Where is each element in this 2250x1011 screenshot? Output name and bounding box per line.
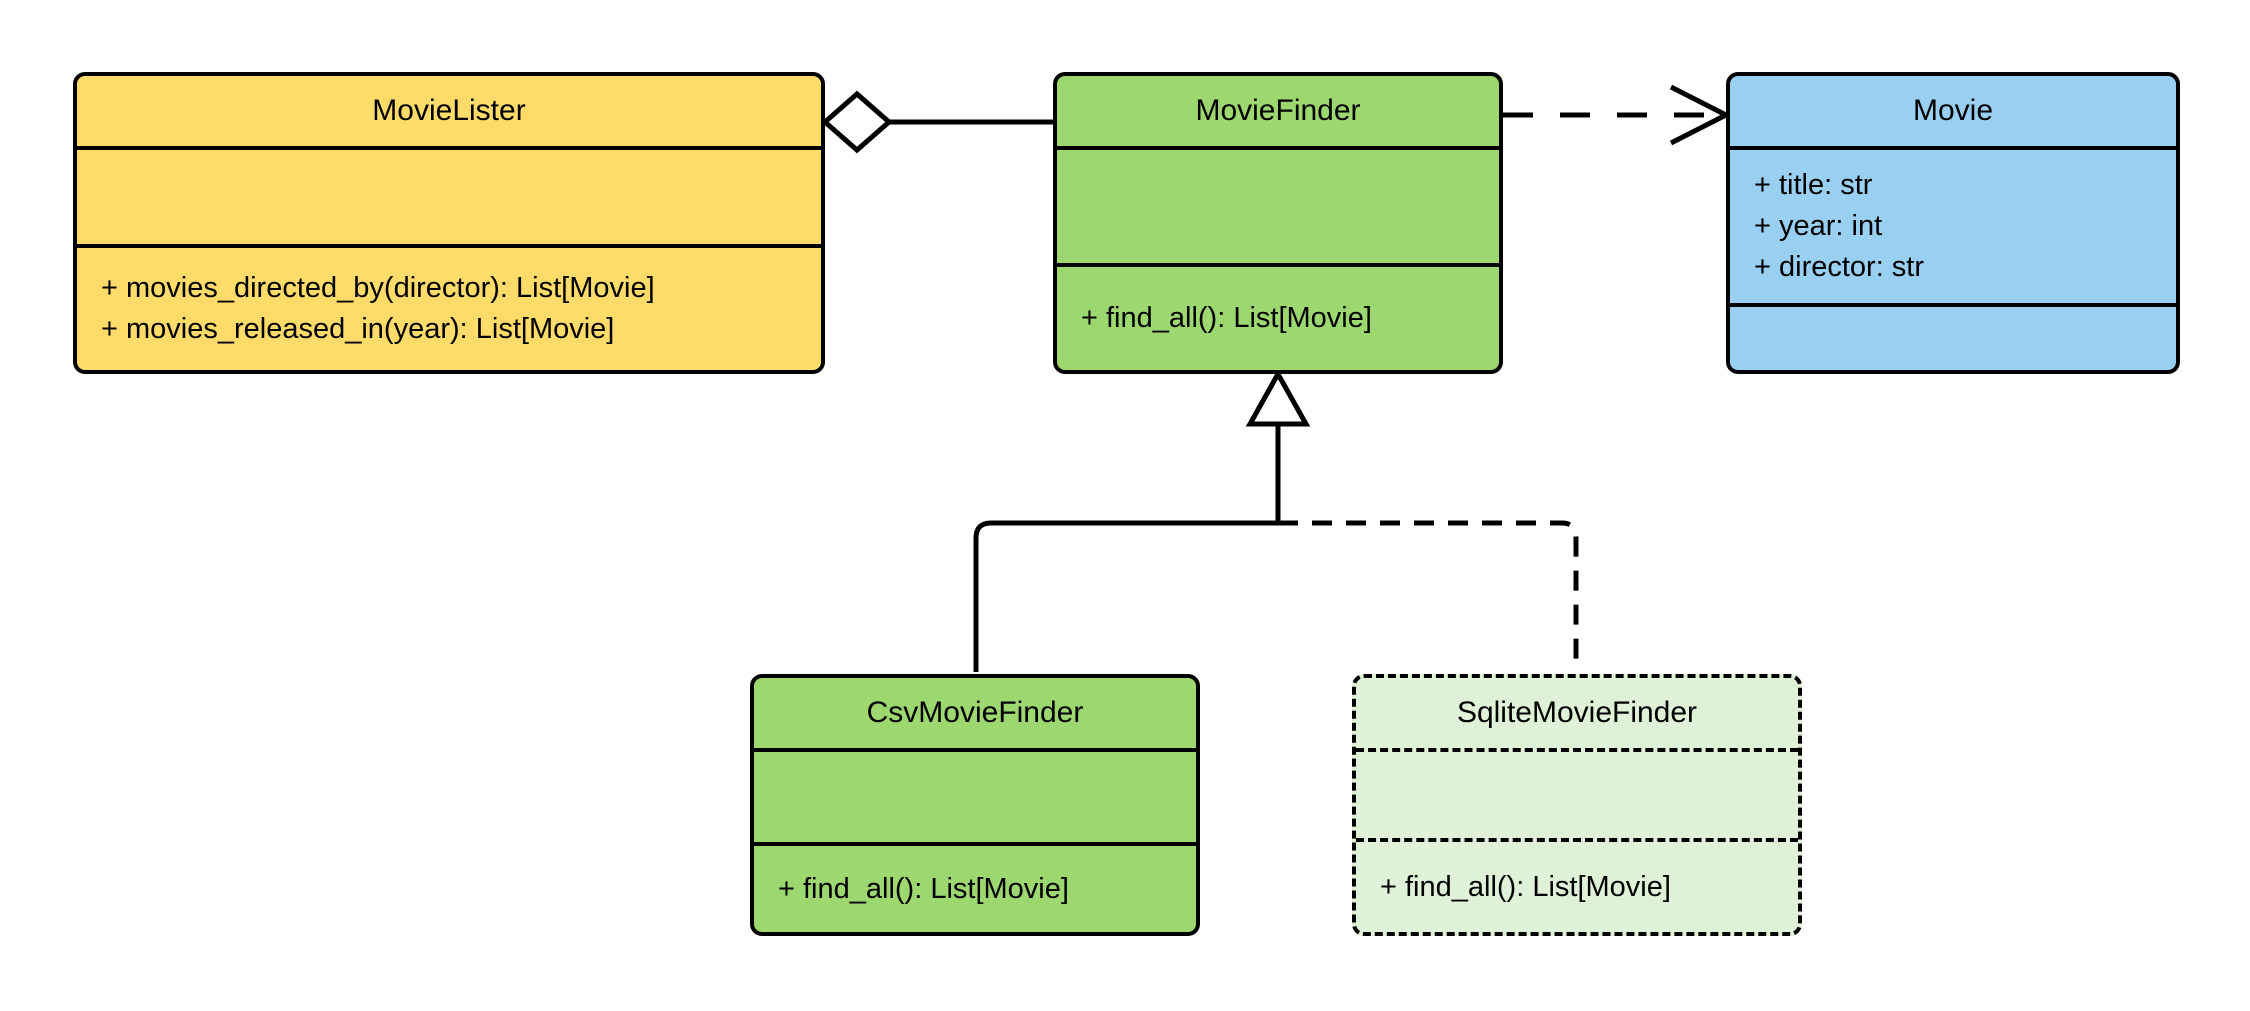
- methods-section: + find_all(): List[Movie]: [754, 842, 1196, 932]
- class-title: Movie: [1912, 94, 1994, 127]
- hollow-triangle-icon: [1245, 368, 1311, 427]
- method-label: + movies_directed_by(director): List[Mov…: [101, 272, 655, 304]
- dependency-connector[interactable]: [1503, 84, 1732, 146]
- class-title: SqliteMovieFinder: [1456, 696, 1698, 729]
- method-label: + find_all(): List[Movie]: [1081, 302, 1372, 334]
- method-label: + find_all(): List[Movie]: [1380, 870, 1671, 903]
- attribute-label: + year: int: [1754, 210, 1883, 242]
- method-label: + movies_released_in(year): List[Movie]: [101, 313, 615, 345]
- class-title: MovieLister: [372, 94, 526, 127]
- class-csvmoviefinder[interactable]: CsvMovieFinder + find_all(): List[Movie]: [750, 674, 1200, 936]
- attributes-section: + title: str + year: int + director: str: [1730, 146, 2176, 303]
- methods-section: + find_all(): List[Movie]: [1356, 838, 1798, 932]
- methods-section: + find_all(): List[Movie]: [1057, 263, 1499, 370]
- class-title: CsvMovieFinder: [866, 696, 1084, 729]
- attributes-section: [1356, 748, 1798, 838]
- class-sqlitemoviefinder[interactable]: SqliteMovieFinder + find_all(): List[Mov…: [1352, 674, 1802, 936]
- attribute-label: + director: str: [1754, 251, 1925, 283]
- methods-section: [1730, 303, 2176, 370]
- attributes-section: [754, 748, 1196, 842]
- inheritance-connector-solid[interactable]: [973, 424, 1281, 672]
- aggregation-connector[interactable]: [821, 90, 1053, 154]
- class-title: MovieFinder: [1195, 94, 1361, 127]
- class-movie[interactable]: Movie + title: str + year: int + directo…: [1726, 72, 2180, 374]
- inheritance-connector-dashed[interactable]: [1278, 520, 1579, 672]
- attributes-section: [77, 146, 821, 244]
- hollow-diamond-icon: [821, 90, 893, 154]
- method-label: + find_all(): List[Movie]: [778, 872, 1069, 905]
- inheritance-solid-line: [973, 424, 1281, 672]
- methods-section: + movies_directed_by(director): List[Mov…: [77, 244, 821, 370]
- class-moviefinder[interactable]: MovieFinder + find_all(): List[Movie]: [1053, 72, 1503, 374]
- attribute-label: + title: str: [1754, 169, 1873, 201]
- class-movielister[interactable]: MovieLister + movies_directed_by(directo…: [73, 72, 825, 374]
- attributes-section: [1057, 146, 1499, 263]
- inheritance-dashed-line: [1278, 520, 1579, 672]
